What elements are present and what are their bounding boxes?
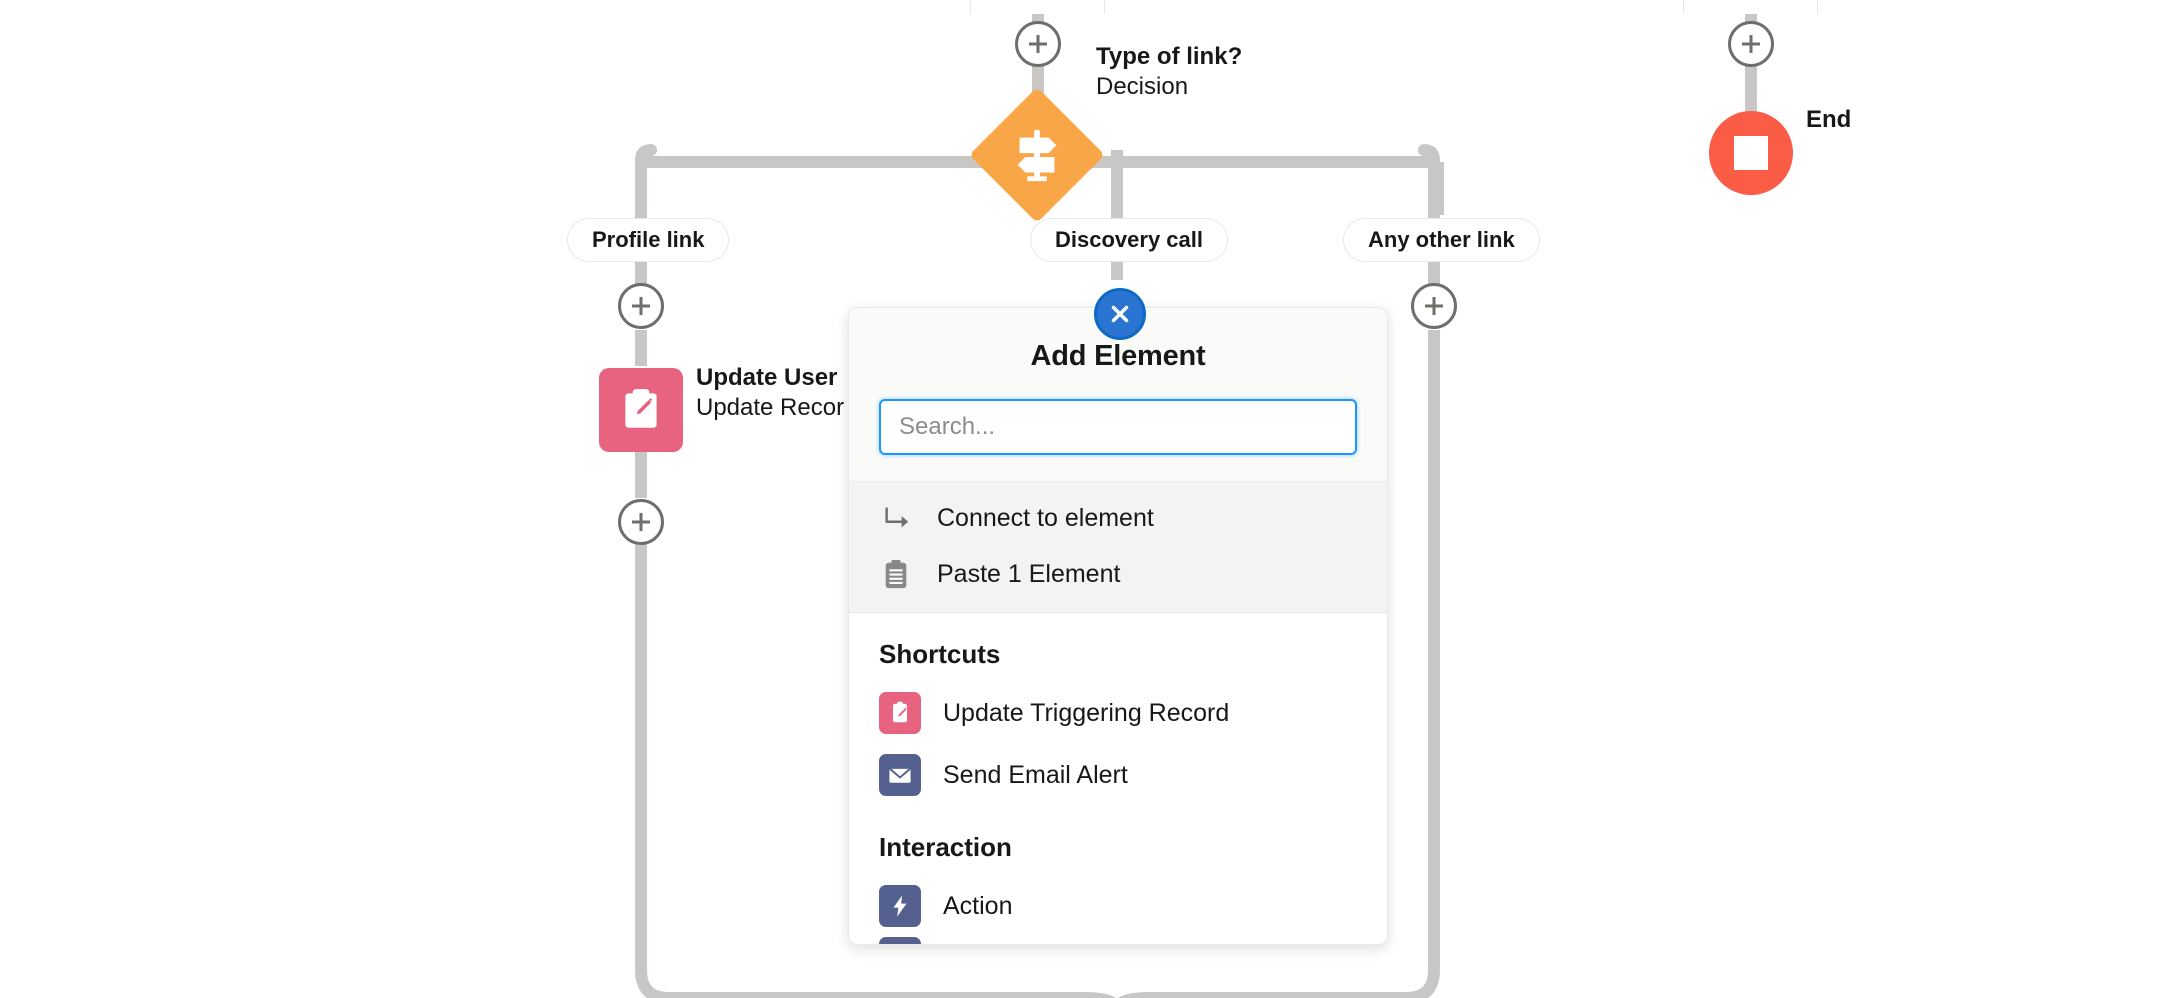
add-element-button-above-decision[interactable] (1015, 21, 1061, 67)
clipboard-pencil-icon (625, 389, 657, 428)
decision-node-title: Type of link? (1096, 43, 1243, 70)
element-item-update-triggering-record[interactable]: Update Triggering Record (849, 682, 1387, 744)
add-element-button-above-end[interactable] (1728, 21, 1774, 67)
branch-pill-top-left (970, 0, 1105, 14)
element-item-action[interactable]: Action (849, 875, 1387, 937)
branch-pill-profile-link[interactable]: Profile link (567, 218, 730, 262)
branch-pill-top-right (1683, 0, 1818, 14)
end-node-title: End (1806, 106, 1852, 133)
stop-square-icon (1734, 136, 1768, 170)
add-element-button-any-other-link[interactable] (1411, 283, 1457, 329)
quick-action-paste-element[interactable]: Paste 1 Element (849, 546, 1387, 602)
element-item-label: Action (943, 891, 1013, 920)
clipboard-icon (879, 559, 913, 589)
lightning-bolt-icon (879, 885, 921, 927)
branch-pill-any-other-link[interactable]: Any other link (1343, 218, 1540, 262)
add-element-button-profile-link[interactable] (618, 283, 664, 329)
decision-node-label: Type of link? Decision (1096, 42, 1242, 102)
add-element-panel[interactable]: Add Element Connect to eleme (848, 307, 1388, 945)
record-node-title: Update User (696, 364, 838, 391)
branch-pill-discovery-call[interactable]: Discovery call (1030, 218, 1228, 262)
close-icon (1111, 305, 1129, 323)
search-field-wrapper (879, 399, 1357, 455)
element-item-label: Update Triggering Record (943, 698, 1230, 727)
record-node-subtitle: Update Recor (696, 394, 845, 422)
quick-actions-group: Connect to element (849, 482, 1387, 613)
envelope-icon (879, 754, 921, 796)
add-element-panel-body[interactable]: Connect to element (849, 482, 1387, 944)
add-element-panel-title: Add Element (1030, 340, 1206, 372)
quick-action-label: Connect to element (937, 503, 1154, 532)
close-panel-button[interactable] (1094, 288, 1146, 340)
section-heading-interaction: Interaction (879, 832, 1012, 862)
quick-action-label: Paste 1 Element (937, 559, 1121, 588)
element-item-send-email-alert[interactable]: Send Email Alert (849, 744, 1387, 806)
section-heading-shortcuts: Shortcuts (879, 639, 1001, 669)
add-element-button-below-update-user[interactable] (618, 499, 664, 545)
record-node-label: Update User Update Recor (696, 363, 844, 423)
end-node-label: End (1806, 105, 1851, 135)
element-item-partial[interactable] (849, 937, 1387, 944)
element-tile-icon (879, 937, 921, 944)
record-node-update-user[interactable] (599, 368, 683, 452)
search-input[interactable] (879, 399, 1357, 455)
decision-node-type-of-link[interactable] (969, 87, 1105, 223)
element-item-label: Send Email Alert (943, 760, 1128, 789)
quick-action-connect-to-element[interactable]: Connect to element (849, 490, 1387, 546)
decision-node-subtitle: Decision (1096, 73, 1189, 101)
arrow-turn-down-right-icon (879, 503, 913, 533)
clipboard-pencil-icon (879, 692, 921, 734)
end-node[interactable] (1709, 111, 1793, 195)
signpost-icon (1017, 129, 1057, 182)
